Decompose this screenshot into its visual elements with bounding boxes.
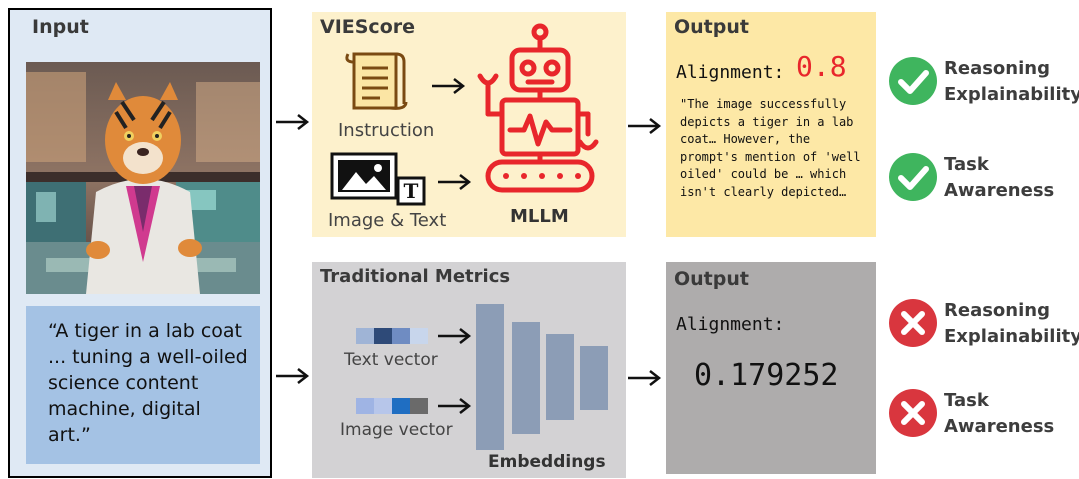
arrow-image-vector-icon: [438, 398, 472, 414]
arrow-to-viescore-icon: [276, 114, 310, 130]
svg-text:T: T: [404, 179, 419, 203]
output-traditional-panel: [666, 262, 876, 474]
image-text-icon: T: [330, 152, 426, 206]
traditional-title: Traditional Metrics: [320, 266, 511, 287]
alignment-label: Alignment:: [676, 62, 785, 83]
reasoning-text: "The image successfully depicts a tiger …: [680, 97, 861, 199]
embeddings-label: Embeddings: [488, 452, 606, 472]
criterion-line: Awareness: [944, 416, 1055, 437]
prompt-text: “A tiger in a lab coat ... tuning a well…: [48, 320, 248, 446]
text-vector-label: Text vector: [344, 350, 438, 370]
criterion-line: Task: [944, 154, 989, 175]
criterion-line: Explainability: [944, 326, 1079, 347]
embeddings-network-icon: [476, 304, 608, 450]
criterion-line: Task: [944, 390, 989, 411]
arrow-image-text-icon: [438, 174, 472, 190]
alignment-score: 0.8: [796, 50, 847, 83]
viescore-title: VIEScore: [320, 16, 416, 38]
tiger-scientist-image: [26, 62, 260, 294]
arrow-to-output-trad-icon: [628, 370, 662, 386]
scroll-instruction-icon: [345, 52, 408, 110]
prompt-box: [26, 306, 260, 464]
criterion-task-vie: Task Awareness: [944, 152, 1054, 204]
arrow-to-output-vie-icon: [628, 118, 662, 134]
image-vector-bar: [356, 398, 428, 414]
robot-mllm-icon: [477, 23, 599, 193]
criterion-line: Explainability: [944, 84, 1079, 105]
image-text-label: Image & Text: [328, 210, 447, 231]
text-vector-bar: [356, 328, 428, 344]
image-vector-label: Image vector: [340, 420, 453, 440]
criterion-task-trad: Task Awareness: [944, 388, 1054, 440]
instruction-label: Instruction: [338, 120, 435, 141]
alignment-label-traditional: Alignment:: [676, 314, 785, 335]
arrow-text-vector-icon: [438, 328, 472, 344]
output-traditional-title: Output: [674, 268, 749, 290]
input-title: Input: [32, 16, 89, 38]
output-viescore-panel: [666, 12, 876, 237]
criterion-line: Reasoning: [944, 58, 1050, 79]
cross-icon: [889, 299, 937, 347]
mllm-label: MLLM: [510, 206, 569, 227]
check-icon: [889, 57, 937, 105]
alignment-score-traditional: 0.179252: [694, 358, 839, 393]
criterion-line: Awareness: [944, 180, 1055, 201]
cross-icon: [889, 389, 937, 437]
criterion-reasoning-vie: Reasoning Explainability: [944, 56, 1079, 108]
output-viescore-title: Output: [674, 16, 749, 38]
criterion-line: Reasoning: [944, 300, 1050, 321]
criterion-reasoning-trad: Reasoning Explainability: [944, 298, 1079, 350]
check-icon: [889, 153, 937, 201]
arrow-instruction-icon: [432, 78, 466, 94]
arrow-to-traditional-icon: [276, 368, 310, 384]
